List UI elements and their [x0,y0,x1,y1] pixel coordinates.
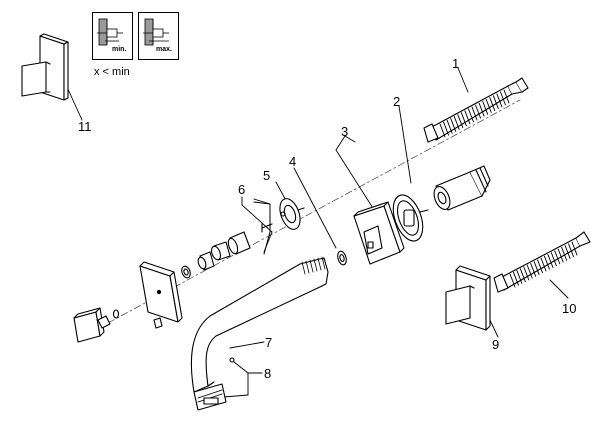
thread-line [443,121,450,136]
part-5-flange [261,198,305,233]
part-8-aerator [193,357,235,411]
thread-line [561,246,568,261]
min-label: min. [112,46,127,53]
thread-line [571,241,578,256]
thread-line [499,91,506,106]
thread-line [537,259,544,274]
thread-line [471,106,478,121]
part-1-threaded-sleeve [423,77,529,143]
callout-7: 7 [265,335,273,350]
part-6-bracket [253,201,271,255]
thread-line [446,119,453,134]
small-rosette-lower [73,307,120,343]
thread-line [547,253,554,268]
part-2-extension [433,165,491,211]
thread-line [305,260,310,274]
callout-1: 1 [452,56,460,71]
thread-line [568,243,575,258]
thread-line [503,89,510,104]
callout-3: 3 [341,124,349,139]
part-11-rosette [21,33,69,101]
callout-4: 4 [289,154,297,169]
callout-6: 6 [238,182,246,197]
thread-line [460,112,467,127]
callout-8: 8 [264,366,272,381]
part-7-spout [190,256,329,393]
square-plate-left [139,261,183,329]
thread-line [450,117,457,132]
thread-line [512,271,519,286]
thread-line [509,273,516,288]
thread-line [489,97,496,112]
callout-10: 10 [562,301,577,316]
thread-line [475,104,482,119]
part-3-round-plate [392,194,429,242]
part-6-fittings [181,231,251,279]
thread-line [540,257,547,272]
thread-line [550,252,557,267]
install-min-diagram [92,12,133,60]
thread-line [464,110,471,125]
thread-line [519,268,526,283]
thread-line [533,261,540,276]
part-10-threaded-sleeve [493,231,591,293]
thread-line [453,115,460,130]
wall-section-max-icon [143,18,169,46]
callout-9: 9 [492,337,500,352]
thread-line [457,114,464,129]
thread-line [516,269,523,284]
thread-line [317,257,322,271]
thread-line [309,259,314,273]
square-cover-plate [353,201,405,265]
thread-line [482,100,489,115]
thread-line [557,248,564,263]
thread-line [485,98,492,113]
part-4-washer [337,250,347,266]
max-label: max. [156,46,172,53]
thread-line [530,262,537,277]
install-max-diagram [138,12,179,60]
callout-5: 5 [263,168,271,183]
thread-line [526,264,533,279]
thread-line [467,108,474,123]
thread-line [313,258,318,272]
clearance-note: x < min [94,66,130,78]
callout-2: 2 [393,94,401,109]
thread-line [492,95,499,110]
thread-line [554,250,561,265]
thread-line [301,261,306,275]
thread-line [523,266,530,281]
thread-line [439,123,446,138]
thread-line [496,93,503,108]
part-9-square-plate [445,265,491,331]
thread-line [543,255,550,270]
wall-section-min-icon [97,18,123,46]
thread-line [564,245,571,260]
thread-line [478,102,485,117]
thread-line [321,256,326,270]
callout-11: 11 [78,119,92,134]
